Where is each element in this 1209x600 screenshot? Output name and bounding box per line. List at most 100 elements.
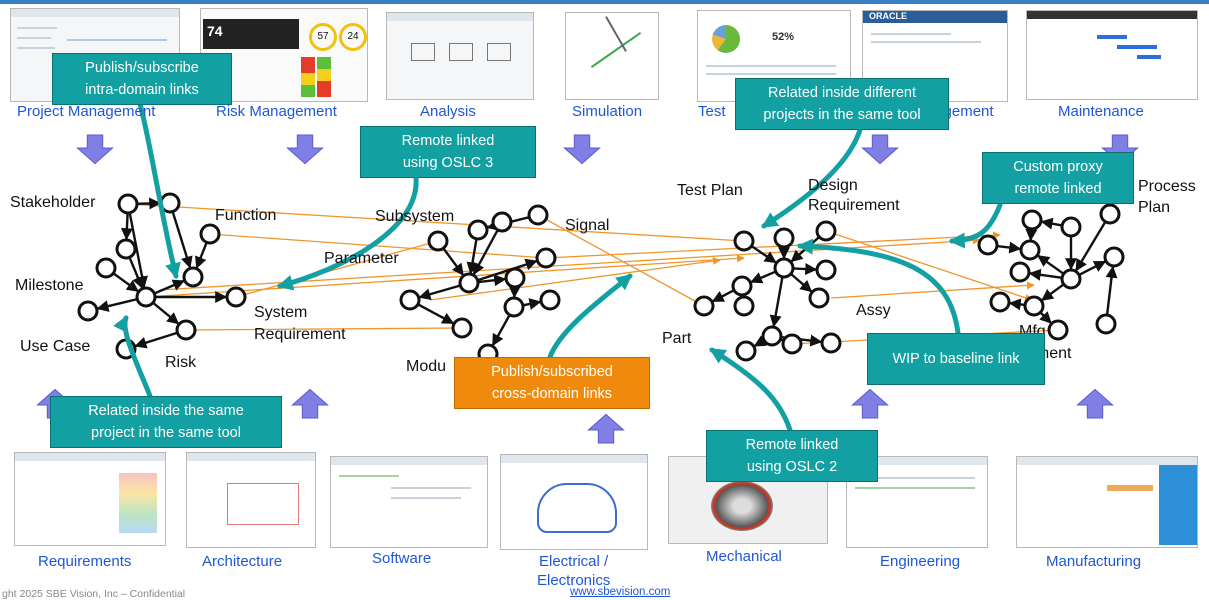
callout-line: intra-domain links <box>85 82 199 98</box>
electrical-schematic-screenshot <box>500 454 648 550</box>
network-edge <box>171 211 193 269</box>
network-node <box>1103 246 1125 268</box>
network-edge <box>1078 260 1107 276</box>
callout-line: using OSLC 2 <box>746 459 838 475</box>
cross-domain-link <box>830 281 1035 299</box>
network-edge <box>466 238 479 275</box>
network-edge <box>152 301 180 325</box>
node-label-parameter: Parameter <box>324 250 399 267</box>
network-node <box>761 325 783 347</box>
callout-remote-linked-oslc2: Remote linked using OSLC 2 <box>706 430 878 482</box>
callout-line: Related inside different <box>767 85 917 101</box>
network-node <box>225 286 247 308</box>
network-node <box>399 289 421 311</box>
network-edge <box>134 331 178 349</box>
down-flow-arrow <box>861 134 899 165</box>
node-label-plan: Plan <box>1138 199 1171 216</box>
tool-requirements: Requirements <box>38 553 132 570</box>
node-label-system: System <box>254 304 308 321</box>
callout-pointer-arrow <box>948 202 1003 249</box>
cross-domain-link <box>537 214 705 307</box>
node-label-use-case: Use Case <box>20 338 91 355</box>
engineering-screenshot <box>846 456 988 548</box>
down-flow-arrow <box>286 134 324 165</box>
network-node <box>504 267 526 289</box>
tool-electronics: Electronics <box>537 572 611 589</box>
network-node <box>503 296 525 318</box>
node-label-subsystem: Subsystem <box>375 208 455 225</box>
network-node <box>117 193 139 215</box>
network-edge <box>96 297 138 312</box>
network-node <box>781 333 803 355</box>
network-edge <box>1025 228 1038 242</box>
architecture-screenshot <box>186 452 316 548</box>
cross-domain-link <box>127 203 745 245</box>
tool-electrical: Electrical / <box>539 553 609 570</box>
callout-remote-linked-oslc3: Remote linked using OSLC 3 <box>360 126 536 178</box>
network-node <box>977 234 999 256</box>
network-edge <box>750 270 777 284</box>
network-node <box>527 204 549 226</box>
network-node <box>1021 209 1043 231</box>
risk-management-screenshot: 74 57 24 <box>200 8 368 102</box>
network-node <box>451 317 473 339</box>
network-edge <box>1041 283 1065 302</box>
network-node <box>815 220 837 242</box>
network-edge <box>1008 298 1026 311</box>
network-edge <box>477 258 538 282</box>
network-node <box>1060 268 1082 290</box>
network-node <box>1009 261 1031 283</box>
tool-simulation: Simulation <box>572 103 643 120</box>
callout-line: Related inside the same <box>88 403 244 419</box>
down-flow-arrow <box>76 134 114 165</box>
network-edge <box>136 197 162 210</box>
cross-domain-link <box>209 233 547 262</box>
network-node <box>1047 319 1069 341</box>
node-label-milestone: Milestone <box>15 277 84 294</box>
network-node <box>1023 295 1045 317</box>
network-edge <box>1037 254 1065 275</box>
network-edge <box>112 272 139 293</box>
callout-line: Remote linked <box>401 133 495 149</box>
network-edge <box>442 247 465 276</box>
score-ring-a-value: 57 <box>309 23 337 51</box>
node-label-design-requirement: Requirement <box>808 197 900 214</box>
node-label-module: Modu <box>406 358 447 375</box>
callout-line: using OSLC 3 <box>402 155 494 171</box>
copyright-footer: ght 2025 SBE Vision, Inc – Confidential <box>2 588 186 600</box>
tool-manufacturing: Manufacturing <box>1046 553 1142 570</box>
network-node <box>467 219 489 241</box>
network-edge <box>195 241 208 269</box>
network-edge <box>750 245 777 264</box>
network-edge <box>417 303 455 325</box>
network-edge <box>522 298 542 310</box>
callout-line: projects in the same tool <box>763 107 921 123</box>
test-pass-percentage: 52% <box>772 31 795 43</box>
tool-test: Test <box>698 103 726 120</box>
network-edge <box>120 212 133 241</box>
cross-domain-link <box>185 324 463 332</box>
callout-pointer-arrow <box>796 238 961 336</box>
network-node <box>733 230 755 252</box>
callout-custom-proxy: Custom proxy remote linked <box>982 152 1134 204</box>
tool-engineering: Engineering <box>880 553 961 570</box>
node-label-process: Process <box>1138 178 1196 195</box>
network-node <box>815 259 837 281</box>
tool-architecture: Architecture <box>202 553 283 570</box>
network-edge <box>769 276 784 328</box>
website-link[interactable]: www.sbevision.com <box>570 586 671 598</box>
callout-line: Remote linked <box>745 437 839 453</box>
network-node <box>1099 203 1121 225</box>
network-node <box>135 286 157 308</box>
node-label-function: Function <box>215 207 277 224</box>
cross-domain-link <box>235 239 439 298</box>
network-edge <box>128 212 148 289</box>
tool-analysis: Analysis <box>420 103 476 120</box>
callout-related-different-projects: Related inside different projects in the… <box>735 78 949 130</box>
cross-domain-link <box>545 231 1001 259</box>
network-node <box>491 211 513 233</box>
callout-line: remote linked <box>1014 181 1102 197</box>
network-edge <box>1028 268 1063 281</box>
node-label-assy: Assy <box>856 302 891 319</box>
